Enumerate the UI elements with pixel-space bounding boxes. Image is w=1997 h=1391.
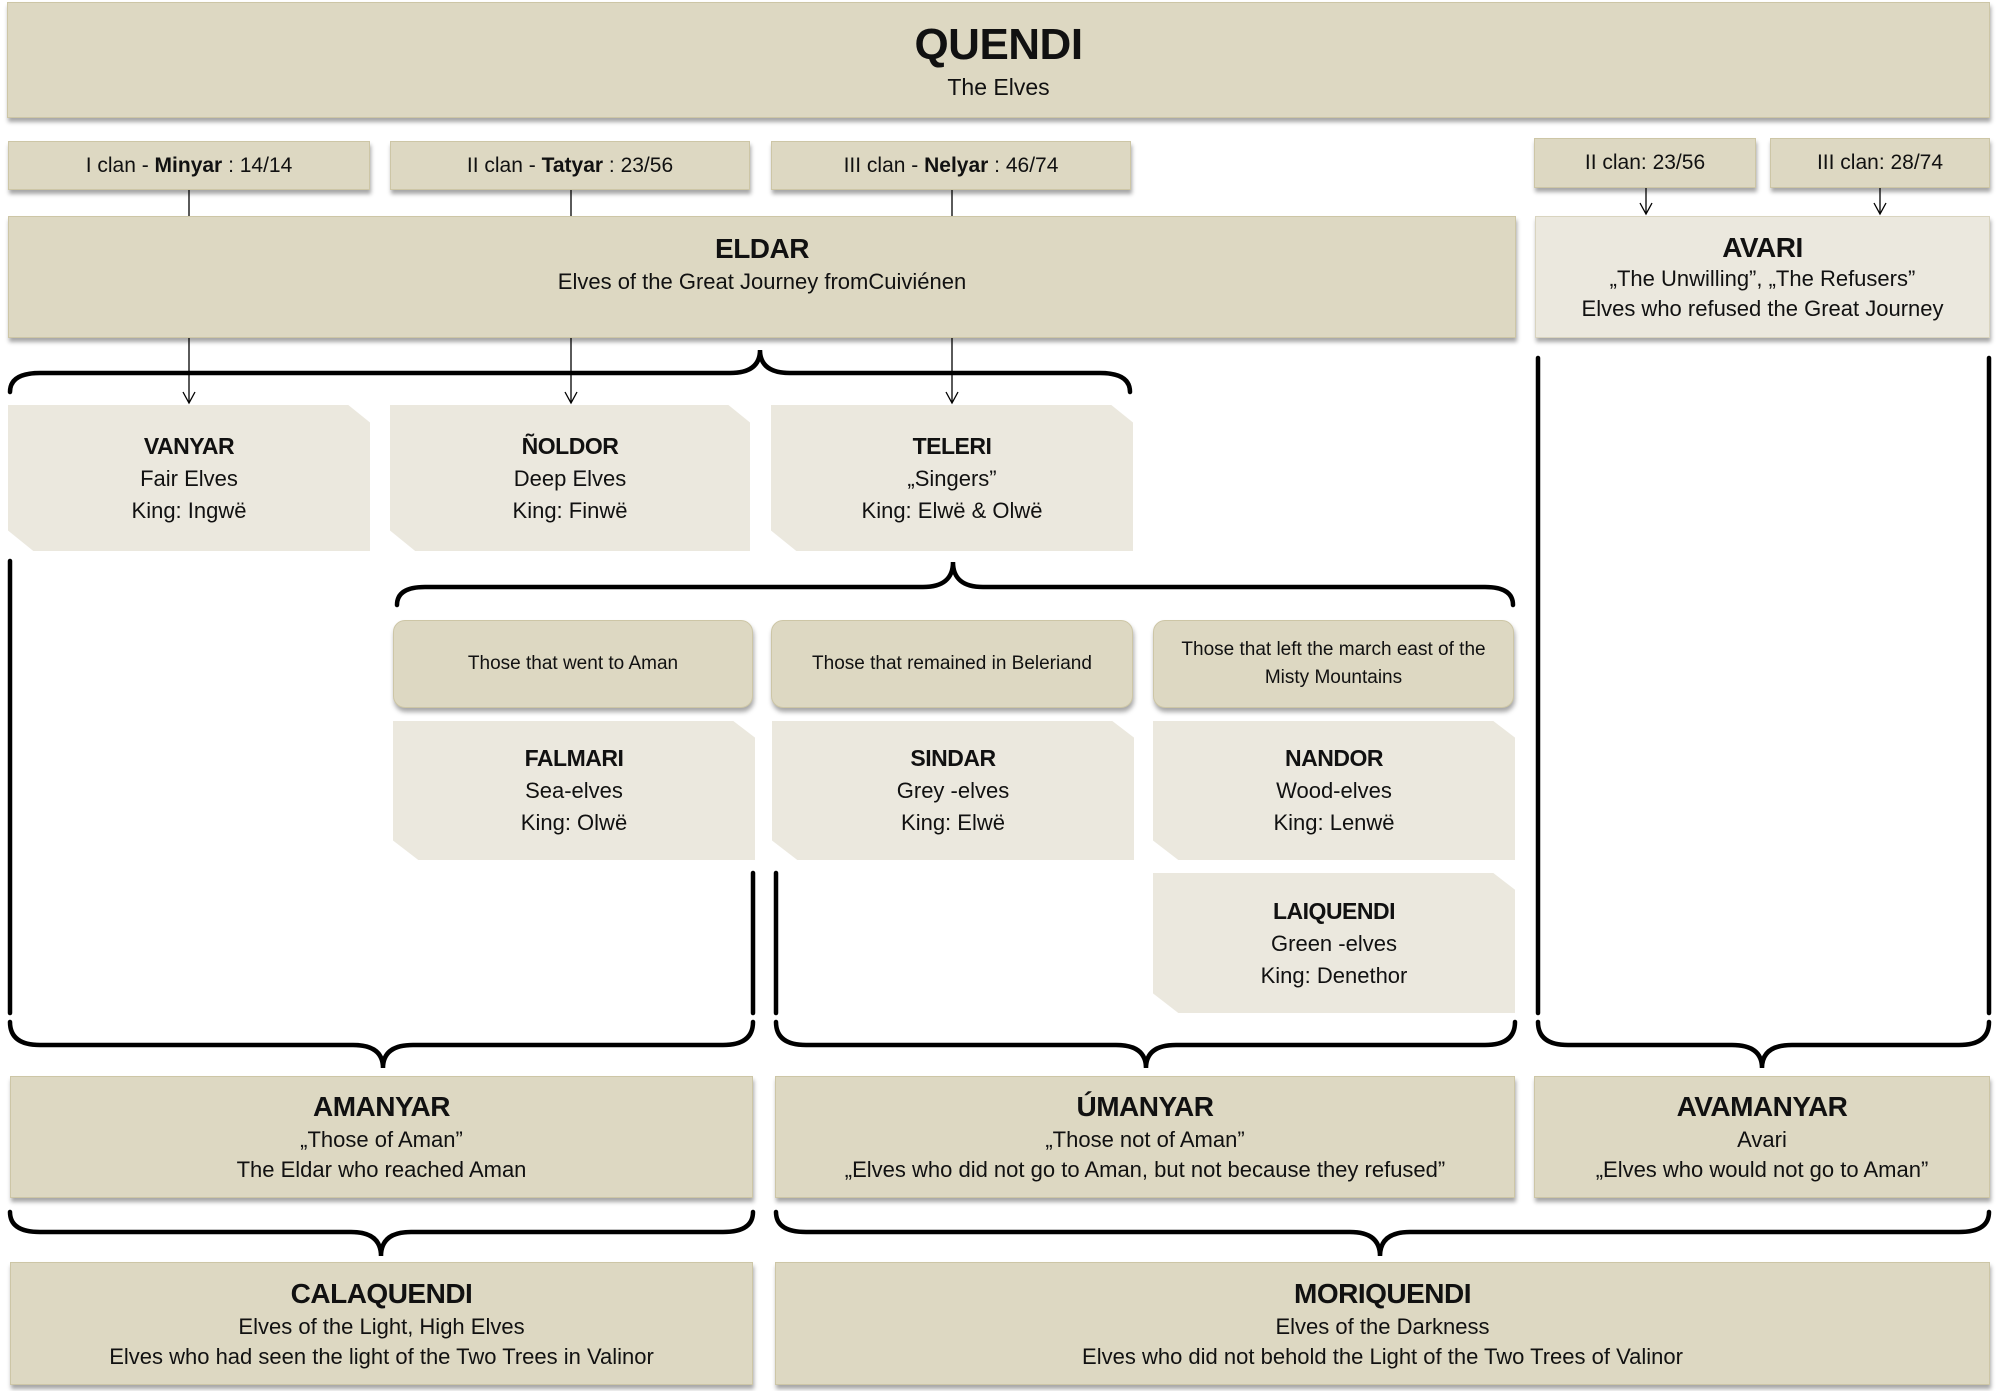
subkindred-laiquendi: LAIQUENDI Green -elves King: Denethor bbox=[1153, 873, 1515, 1013]
group-remained-beleriand: Those that remained in Beleriand bbox=[771, 620, 1133, 708]
avari-box: AVARI „The Unwilling”, „The Refusers” El… bbox=[1535, 216, 1990, 338]
clan-count: : 14/14 bbox=[222, 153, 293, 177]
group-went-to-aman: Those that went to Aman bbox=[393, 620, 753, 708]
kindred-vanyar: VANYAR Fair Elves King: Ingwë bbox=[8, 405, 370, 551]
clan-name: Tatyar bbox=[541, 153, 604, 177]
clan-prefix: II clan - bbox=[466, 153, 542, 177]
avari-clan-2: II clan: 23/56 bbox=[1534, 138, 1756, 188]
subkindred-nandor: NANDOR Wood-elves King: Lenwë bbox=[1153, 721, 1515, 860]
kindred-teleri: TELERI „Singers” King: Elwë & Olwë bbox=[771, 405, 1133, 551]
title-box: QUENDI The Elves bbox=[7, 2, 1990, 118]
subtitle: The Elves bbox=[947, 73, 1050, 100]
avari-clan-3: III clan: 28/74 bbox=[1770, 138, 1990, 188]
clan-count: : 46/74 bbox=[988, 153, 1059, 177]
kindred-noldor: ÑOLDOR Deep Elves King: Finwë bbox=[390, 405, 750, 551]
clan-minyar: I clan - Minyar : 14/14 bbox=[8, 141, 370, 190]
clan-name: Minyar bbox=[154, 153, 223, 177]
group-left-march: Those that left the march east of the Mi… bbox=[1153, 620, 1514, 708]
clan-count: : 23/56 bbox=[603, 153, 674, 177]
clan-prefix: I clan - bbox=[85, 153, 155, 177]
title: QUENDI bbox=[914, 19, 1083, 69]
clan-tatyar: II clan - Tatyar : 23/56 bbox=[390, 141, 750, 190]
eldar-box: ELDAR Elves of the Great Journey fromCui… bbox=[8, 216, 1516, 338]
group-calaquendi: CALAQUENDI Elves of the Light, High Elve… bbox=[10, 1262, 753, 1385]
group-avamanyar: AVAMANYAR Avari „Elves who would not go … bbox=[1534, 1076, 1990, 1198]
subkindred-falmari: FALMARI Sea-elves King: Olwë bbox=[393, 721, 755, 860]
subkindred-sindar: SINDAR Grey -elves King: Elwë bbox=[772, 721, 1134, 860]
group-umanyar: ÚMANYAR „Those not of Aman” „Elves who d… bbox=[775, 1076, 1515, 1198]
clan-nelyar: III clan - Nelyar : 46/74 bbox=[771, 141, 1131, 190]
clan-name: Nelyar bbox=[924, 153, 989, 177]
group-moriquendi: MORIQUENDI Elves of the Darkness Elves w… bbox=[775, 1262, 1990, 1385]
clan-prefix: III clan - bbox=[843, 153, 925, 177]
group-amanyar: AMANYAR „Those of Aman” The Eldar who re… bbox=[10, 1076, 753, 1198]
